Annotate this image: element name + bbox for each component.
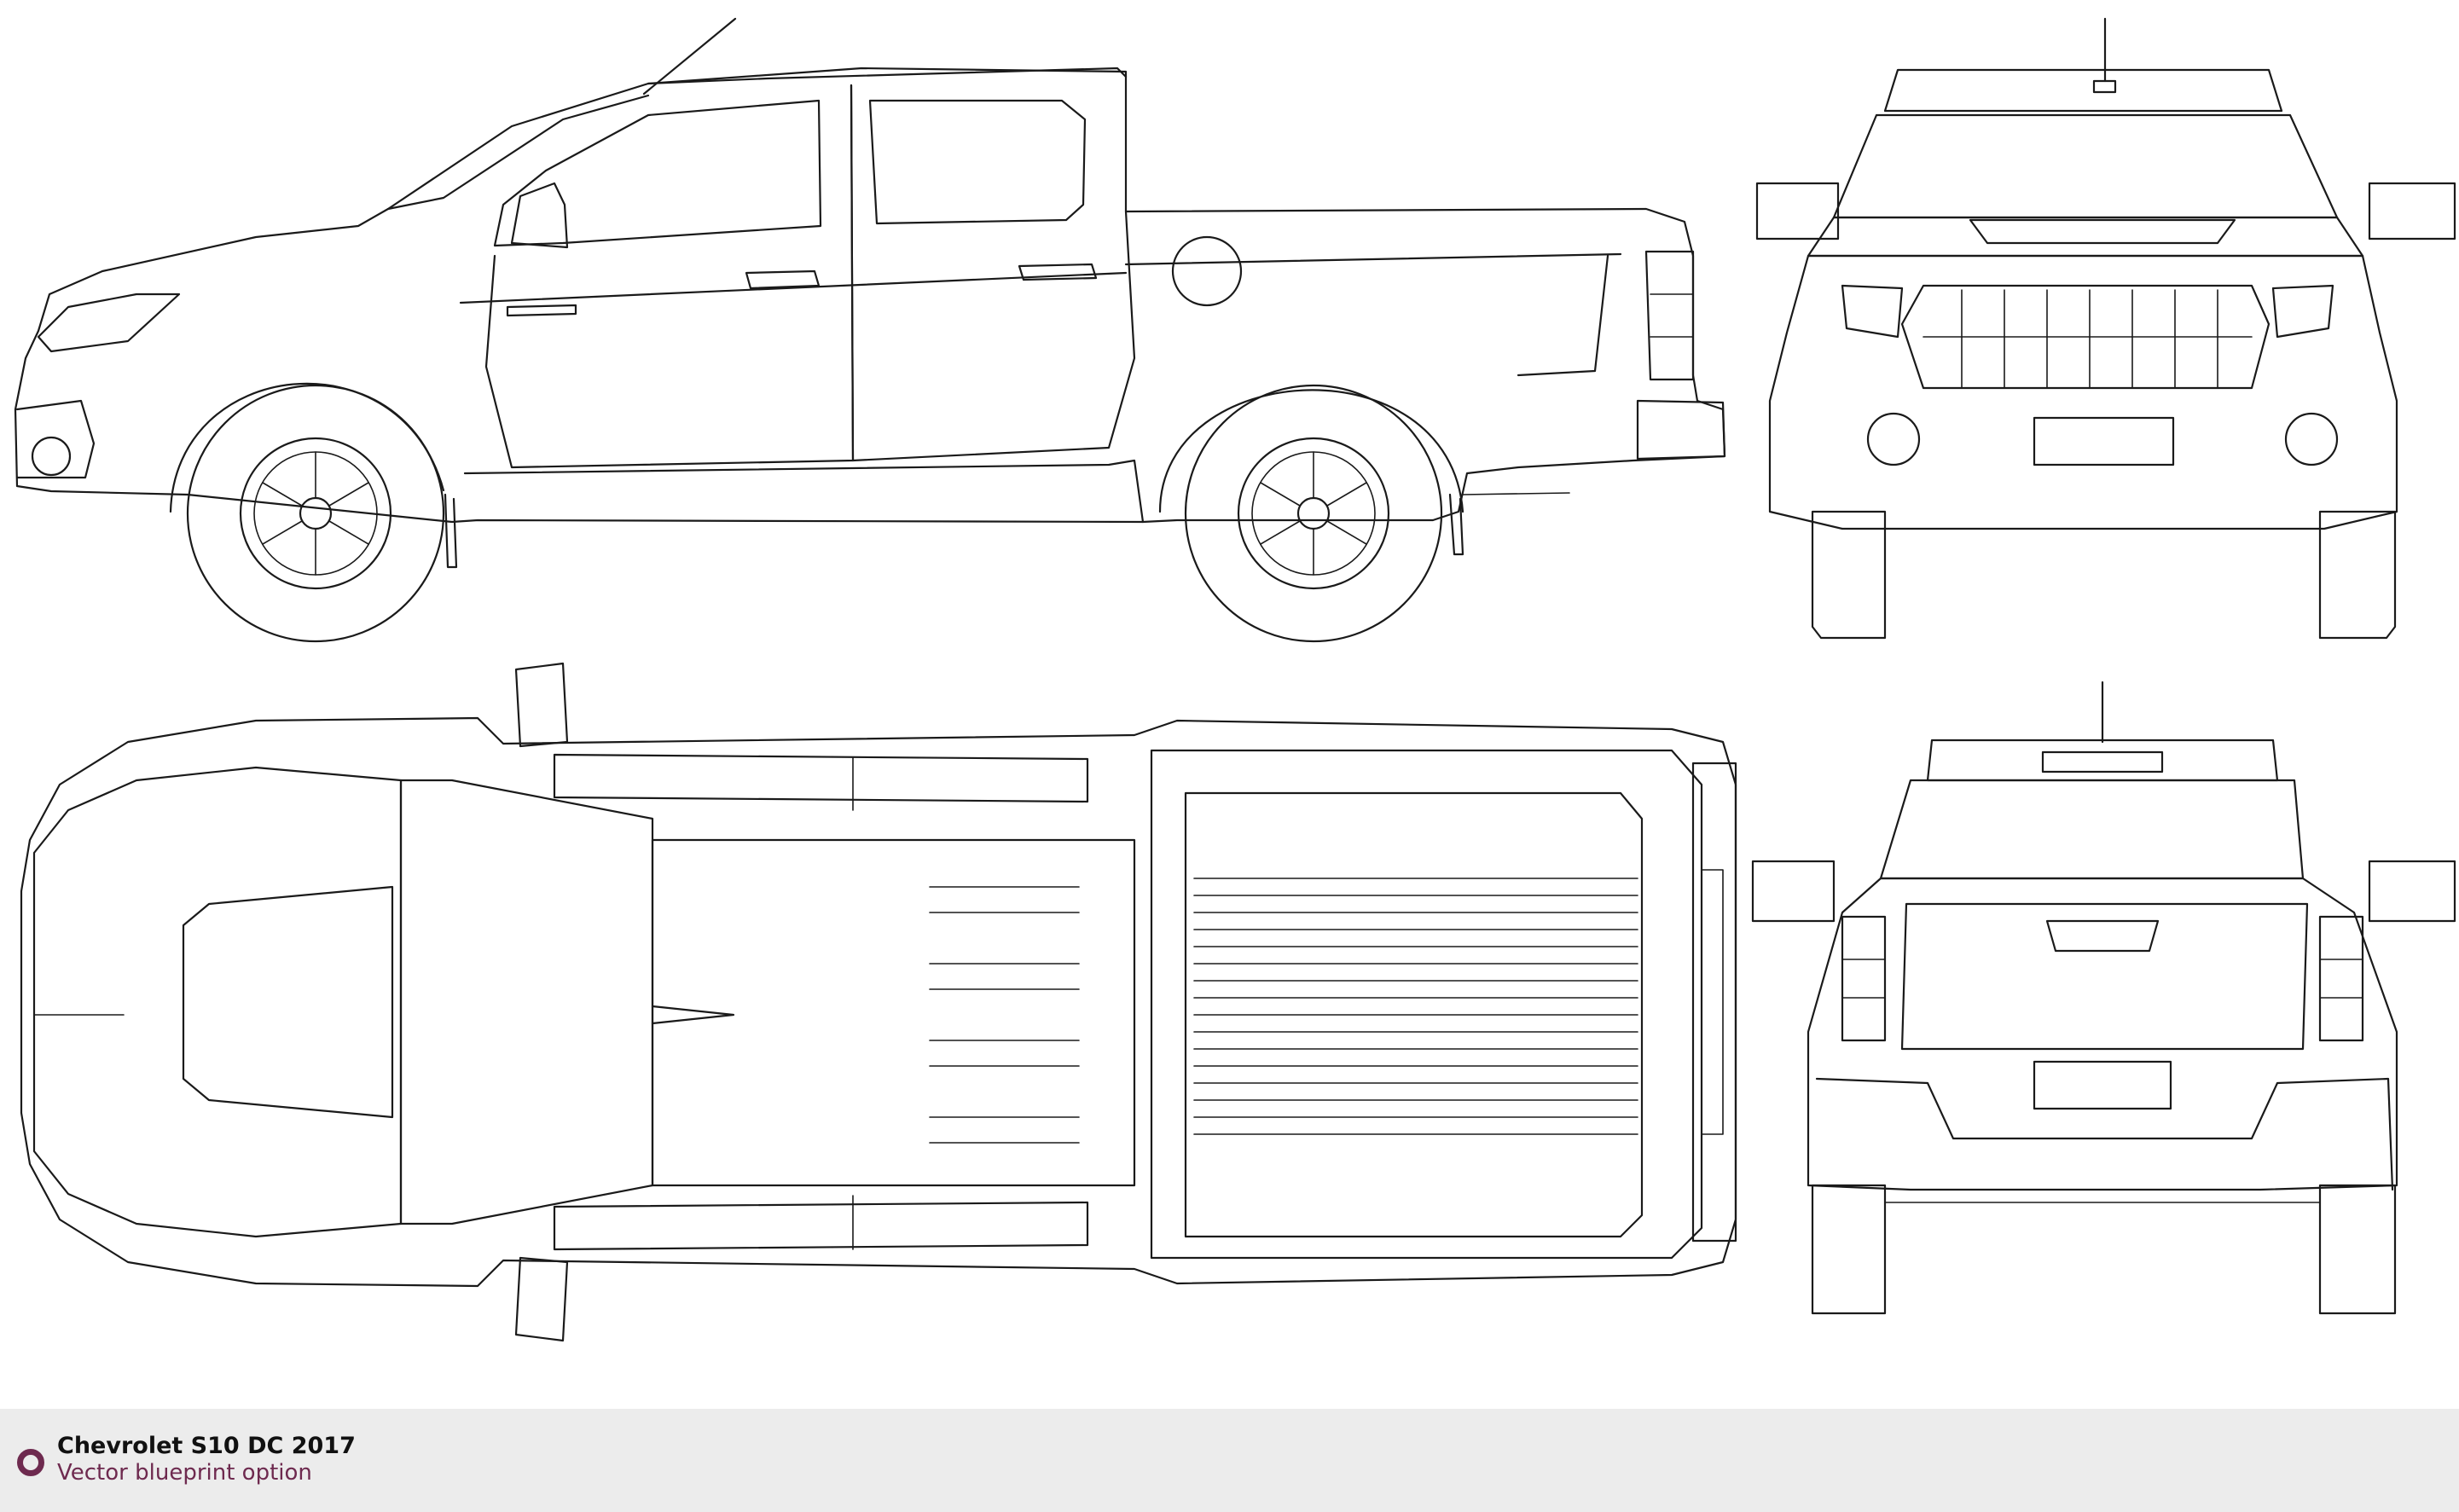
top-hood (32, 766, 403, 1238)
side-tail-lamp (1644, 250, 1695, 381)
top-window-lower (553, 1201, 1089, 1251)
rear-window (868, 99, 1087, 225)
rear-tire (1184, 384, 1443, 643)
front-mud-flap (444, 493, 458, 569)
side-view (14, 17, 1726, 643)
front-rim (239, 437, 392, 590)
footer-bar: Chevrolet S10 DC 2017 Vector blueprint o… (0, 1409, 2459, 1512)
front-mirror-right (2368, 182, 2456, 240)
antenna (642, 17, 737, 96)
front-roof (1883, 68, 2283, 113)
rear-hub (1296, 496, 1331, 530)
front-headlamp-left (1841, 284, 1904, 339)
bed-character-line (1517, 254, 1609, 377)
door-belt-line (459, 271, 1128, 304)
blueprint-drawing (14, 17, 2456, 1342)
tailgate-top (1691, 762, 1737, 1243)
front-door-handle (745, 269, 821, 290)
hood-bulge (182, 885, 394, 1119)
front-view (1755, 17, 2456, 640)
top-bed (1150, 749, 1703, 1260)
front-fog-left (1866, 412, 1921, 466)
side-headlamp (37, 293, 181, 353)
side-rear-bumper (1636, 399, 1726, 461)
rear-wheel-arch (1158, 389, 1464, 513)
bed-liner (1184, 791, 1644, 1238)
windshield (386, 94, 650, 211)
side-front-bumper (15, 399, 96, 479)
front-door (484, 84, 855, 469)
rear-tail-lamp-left (1841, 915, 1887, 1042)
side-fog-lamp (31, 436, 72, 477)
rear-body (1807, 877, 2398, 1191)
front-tire-left (1811, 510, 1887, 640)
top-window-upper (553, 753, 1089, 803)
rocker-panel (463, 459, 1145, 524)
front-tire-right (2318, 510, 2397, 640)
side-body-outline (14, 67, 1726, 524)
rear-license-plate (2033, 1060, 2172, 1110)
rear-window-glass (1879, 779, 2305, 880)
top-view (20, 662, 1737, 1342)
top-body-outline (20, 716, 1737, 1288)
side-badge (506, 304, 577, 317)
rear-mud-flap (1448, 493, 1464, 556)
rear-tire-right (2318, 1184, 2397, 1315)
rear-door-handle (1018, 263, 1098, 281)
front-wheel-arch (169, 382, 445, 513)
front-hub (299, 496, 333, 530)
front-headlamp-right (2271, 284, 2334, 339)
blueprint-subtitle: Vector blueprint option (57, 1460, 312, 1486)
front-window (493, 99, 822, 247)
brake-light (2041, 750, 2164, 773)
rear-rim (1237, 437, 1390, 590)
top-roof (651, 838, 1136, 1187)
front-fog-right (2284, 412, 2339, 466)
rear-mirror-left (1751, 860, 1836, 923)
rear-door (850, 84, 1136, 462)
top-mirror-upper (514, 662, 569, 748)
roof-line (647, 67, 1128, 85)
fuel-door (1171, 235, 1243, 307)
front-license-plate (2033, 416, 2175, 466)
rear-roof (1926, 739, 2279, 782)
shark-fin (651, 1005, 735, 1025)
rear-tail-lamp-right (2318, 915, 2364, 1042)
front-mirror-left (1755, 182, 1840, 240)
tailgate (1900, 902, 2309, 1051)
rear-view (1751, 681, 2456, 1315)
top-mirror-lower (514, 1256, 569, 1342)
front-hood (1807, 216, 2364, 258)
brand-circle-icon (17, 1449, 44, 1476)
side-mirror (510, 182, 569, 249)
front-body (1768, 254, 2398, 530)
tailgate-handle (2045, 919, 2160, 953)
hood-scoop (1969, 218, 2236, 245)
rear-tire-left (1811, 1184, 1887, 1315)
front-windshield (1832, 113, 2339, 219)
front-grille (1900, 284, 2271, 390)
blueprint-title: Chevrolet S10 DC 2017 (57, 1433, 356, 1459)
rear-bumper (1815, 1077, 2394, 1191)
rear-mirror-right (2368, 860, 2456, 923)
bed-side-line (1124, 252, 1622, 266)
top-windshield (399, 779, 654, 1225)
front-tire (186, 384, 445, 643)
